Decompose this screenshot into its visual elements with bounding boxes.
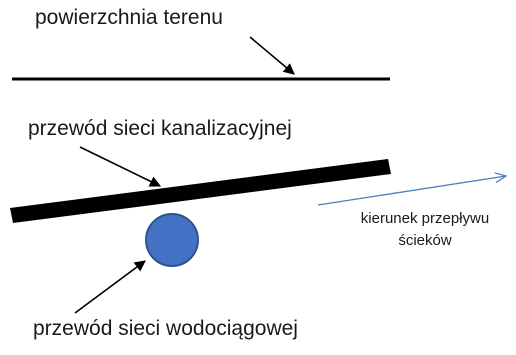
flow-direction-label-line1: kierunek przepływu <box>360 210 490 227</box>
sewer-pipe-bar <box>10 159 391 223</box>
flow-direction-label: kierunek przepływu ścieków <box>330 208 516 252</box>
water-pointer-arrow <box>74 260 146 314</box>
terrain-pointer-arrow <box>249 36 295 75</box>
terrain-surface-label: powierzchnia terenu <box>35 6 223 29</box>
flow-direction-label-line2: ścieków <box>398 232 452 249</box>
sewer-pointer-arrow <box>79 146 162 187</box>
sewer-pipe-label: przewód sieci kanalizacyjnej <box>28 117 292 140</box>
flow-direction-arrow <box>317 176 506 206</box>
water-pipe-circle <box>145 213 199 267</box>
water-pipe-label: przewód sieci wodociągowej <box>33 317 298 340</box>
